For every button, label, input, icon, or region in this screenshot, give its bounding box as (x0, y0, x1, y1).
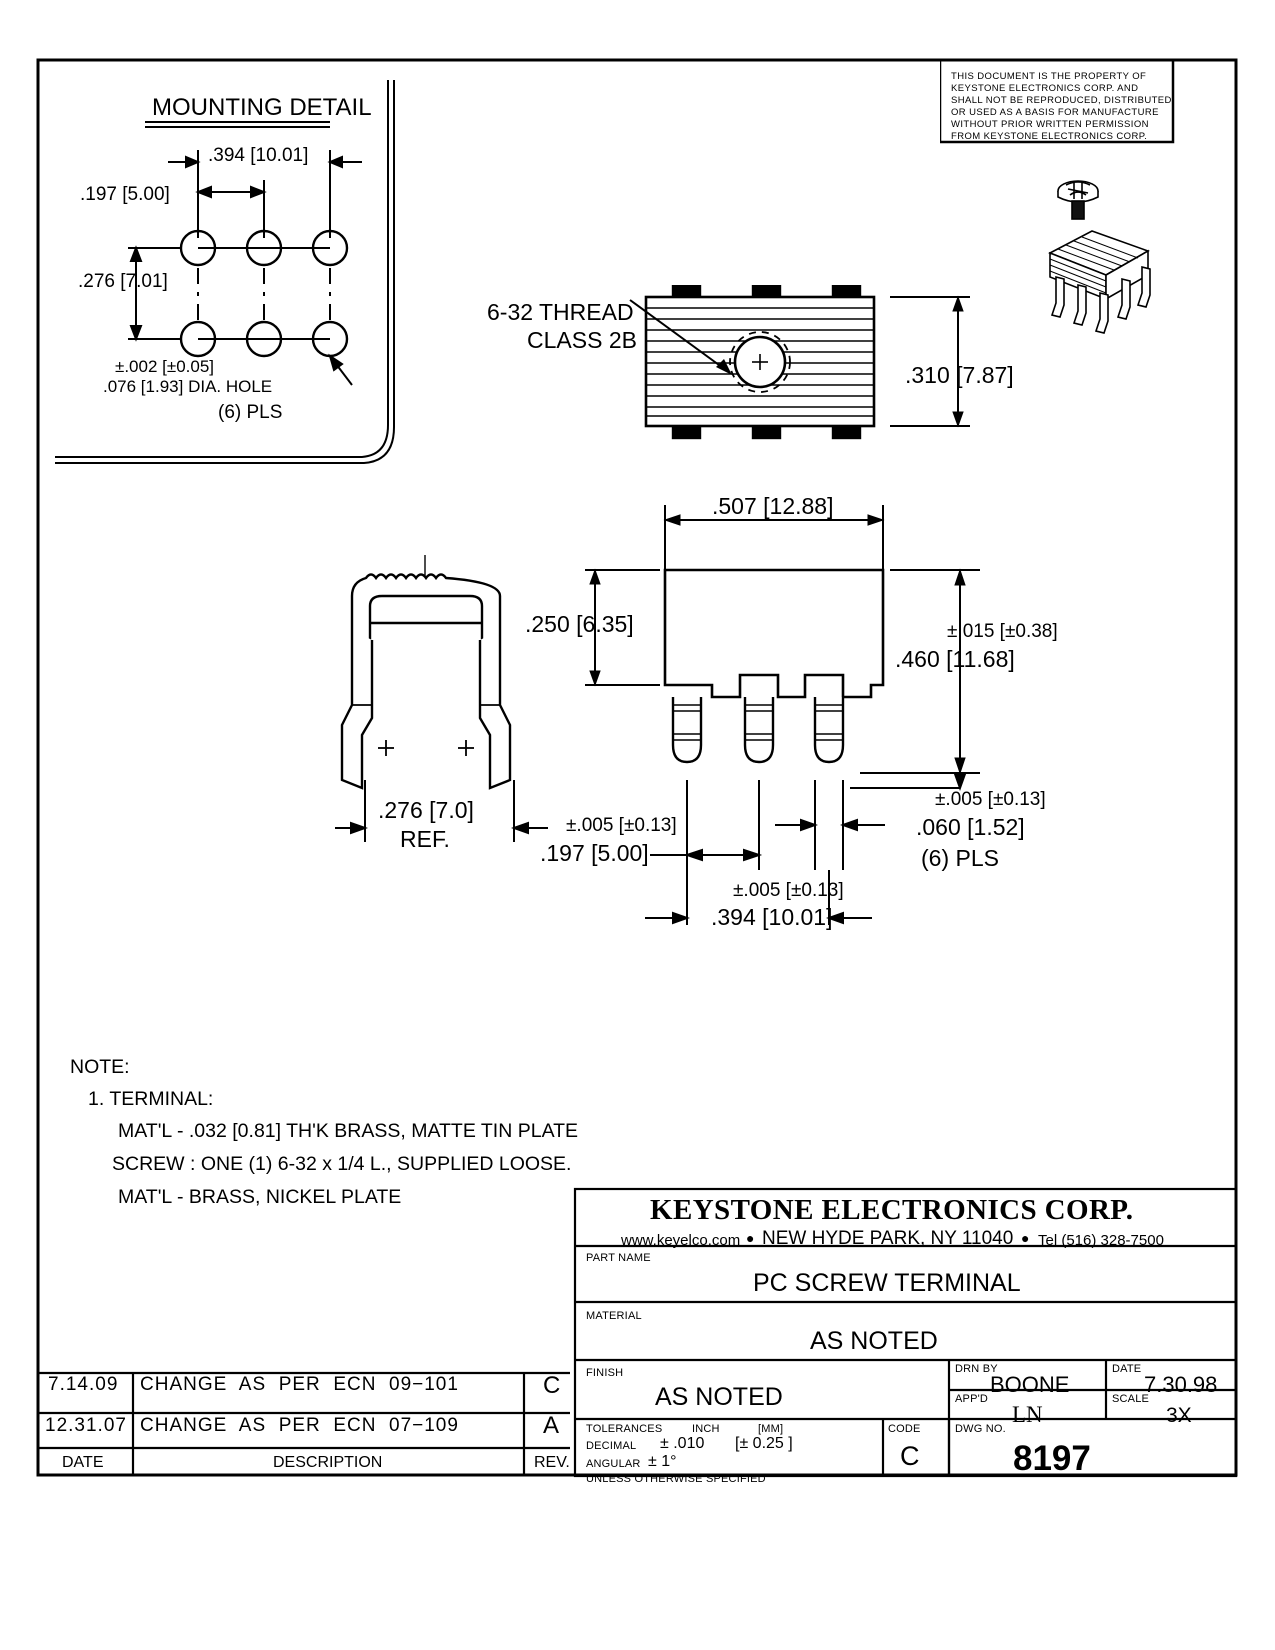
decimal-mm-value: [± 0.25 ] (735, 1435, 793, 1452)
revision-row-0-description: CHANGE AS PER ECN 09−101 (140, 1374, 459, 1395)
date-label: DATE (1112, 1363, 1142, 1375)
mounting-hole-pattern (128, 150, 362, 386)
scale-value: 3X (1166, 1404, 1192, 1427)
revision-row-0-rev: C (543, 1372, 562, 1399)
front-view-dim-body-height: .250 [6.35] (525, 611, 634, 637)
front-view-bottom-dims (645, 773, 967, 925)
dwg-no-value: 8197 (1013, 1439, 1091, 1478)
tolerances-label: TOLERANCES (586, 1423, 663, 1435)
unless-otherwise-specified-note: UNLESS OTHERWISE SPECIFIED (586, 1473, 766, 1485)
notes-heading: NOTE: (70, 1056, 130, 1078)
thread-label-line-2: CLASS 2B (527, 327, 637, 353)
revision-header-date: DATE (62, 1454, 104, 1471)
revision-row-1-description: CHANGE AS PER ECN 07−109 (140, 1415, 459, 1436)
front-view-dim-pin-qty: (6) PLS (921, 845, 999, 871)
revision-header-rev: REV. (534, 1454, 570, 1471)
copyright-block-border (940, 60, 1175, 144)
title-block-company: KEYSTONE ELECTRONICS CORP. (650, 1194, 1134, 1226)
front-view-dim-pin-pitch: .197 [5.00] (540, 840, 649, 866)
decimal-value: ± .010 (660, 1435, 705, 1452)
title-block-grid (573, 1187, 1238, 1478)
front-view-dim-total-height-tol: ±.015 [±0.38] (947, 621, 1058, 642)
mounting-hole-tolerance: ±.002 [±0.05] (115, 357, 215, 376)
copyright-line-1: THIS DOCUMENT IS THE PROPERTY OF (951, 71, 1147, 82)
side-view-dim-ref: REF. (400, 826, 450, 852)
scale-label: SCALE (1112, 1393, 1150, 1405)
front-view-dim-pin-width-tol: ±.005 [±0.13] (935, 789, 1046, 810)
material-value: AS NOTED (810, 1327, 938, 1355)
code-value: C (900, 1441, 920, 1471)
decimal-label: DECIMAL (586, 1440, 637, 1452)
revision-row-1-date: 12.31.07 (45, 1415, 127, 1436)
title-block-bullet-1: ● (746, 1230, 755, 1246)
finish-value: AS NOTED (655, 1383, 783, 1411)
mounting-pcb-outline (55, 80, 395, 464)
title-block-city: NEW HYDE PARK, NY 11040 (762, 1228, 1014, 1249)
angular-value: ± 1° (648, 1453, 677, 1470)
front-view-dim-width: .507 [12.88] (712, 493, 834, 519)
title-block-bullet-2: ● (1021, 1230, 1030, 1246)
drn-by-value: BOONE (990, 1372, 1070, 1397)
material-label: MATERIAL (586, 1310, 642, 1322)
thread-leader-line (629, 299, 732, 375)
revision-row-1-rev: A (543, 1412, 561, 1439)
part-name-value: PC SCREW TERMINAL (753, 1269, 1021, 1297)
title-block-website: www.keyelco.com (621, 1232, 741, 1249)
revision-row-0-date: 7.14.09 (48, 1374, 119, 1395)
notes-item-4: MAT'L - BRASS, NICKEL PLATE (118, 1186, 402, 1208)
notes-item-2: MAT'L - .032 [0.81] TH'K BRASS, MATTE TI… (118, 1120, 579, 1142)
appd-label: APP'D (955, 1393, 989, 1405)
side-view-dim-width: .276 [7.0] (378, 797, 474, 823)
isometric-part-illustration (1048, 180, 1151, 334)
side-view-width-dim (335, 780, 548, 842)
copyright-line-4: OR USED AS A BASIS FOR MANUFACTURE (951, 107, 1159, 118)
code-label: CODE (888, 1423, 921, 1435)
copyright-line-5: WITHOUT PRIOR WRITTEN PERMISSION (951, 119, 1149, 130)
mounting-dim-vertical: .276 [7.01] (78, 271, 168, 292)
front-view-dim-span-tol: ±.005 [±0.13] (733, 880, 844, 901)
revision-table-grid (38, 1371, 570, 1475)
notes-item-1: 1. TERMINAL: (88, 1088, 214, 1110)
thread-label-line-1: 6-32 THREAD (487, 299, 634, 325)
front-view-dim-total-height: .460 [11.68] (895, 646, 1015, 672)
top-view-dim-height: .310 [7.87] (905, 362, 1014, 388)
finish-label: FINISH (586, 1367, 624, 1379)
mounting-detail-title: MOUNTING DETAIL (152, 94, 372, 121)
title-block-tel: Tel (516) 328-7500 (1038, 1232, 1164, 1249)
notes-item-3: SCREW : ONE (1) 6-32 x 1/4 L., SUPPLIED … (112, 1153, 572, 1175)
tolerances-mm-label: [MM] (758, 1423, 784, 1435)
mounting-dim-overall-horizontal: .394 [10.01] (208, 145, 309, 166)
copyright-line-2: KEYSTONE ELECTRONICS CORP. AND (951, 83, 1139, 94)
copyright-line-3: SHALL NOT BE REPRODUCED, DISTRIBUTED (951, 95, 1172, 106)
drn-by-label: DRN BY (955, 1363, 998, 1375)
mounting-dim-pitch-horizontal: .197 [5.00] (80, 184, 170, 205)
front-view-dim-pin-pitch-tol: ±.005 [±0.13] (566, 815, 677, 836)
dwg-no-label: DWG NO. (955, 1423, 1006, 1435)
front-view-dim-span: .394 [10.01] (711, 904, 833, 930)
part-name-label: PART NAME (586, 1252, 651, 1264)
mounting-detail-title-underline (145, 121, 330, 128)
revision-header-description: DESCRIPTION (273, 1454, 383, 1471)
tolerances-inch-label: INCH (692, 1423, 720, 1435)
appd-value: LN (1012, 1402, 1043, 1427)
front-view-dim-pin-width: .060 [1.52] (916, 814, 1025, 840)
date-value: 7.30.98 (1144, 1372, 1218, 1397)
side-view-profile (340, 555, 512, 790)
mounting-hole-qty: (6) PLS (218, 402, 283, 423)
mounting-hole-callout: .076 [1.93] DIA. HOLE (103, 377, 273, 396)
top-view-body (644, 285, 970, 440)
copyright-line-6: FROM KEYSTONE ELECTRONICS CORP. (951, 131, 1148, 142)
front-view-body (585, 505, 980, 775)
angular-label: ANGULAR (586, 1458, 641, 1470)
